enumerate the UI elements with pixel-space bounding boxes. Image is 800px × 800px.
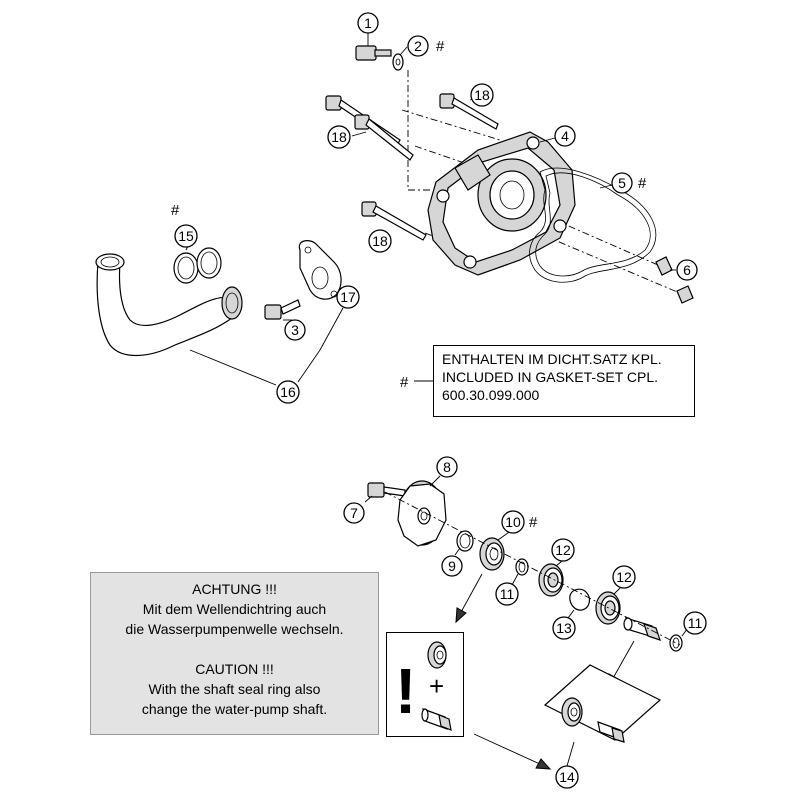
callout-13: 13 (552, 616, 576, 640)
svg-text:18: 18 (372, 233, 388, 249)
plus-icon: + (429, 671, 444, 701)
callout-10: 10 (501, 510, 525, 534)
part-washer-2 (392, 53, 404, 71)
part-water-pump-shaft (623, 617, 661, 641)
caution-box: ACHTUNG !!! Mit dem Wellendichtring auch… (90, 572, 379, 735)
part-screw-1 (355, 45, 392, 61)
part-circlip-9 (456, 530, 474, 552)
note-hash-symbol: # (400, 374, 409, 391)
callout-18-mid: 18 (327, 125, 351, 149)
svg-text:7: 7 (350, 505, 358, 521)
svg-text:1: 1 (364, 15, 372, 31)
svg-text:13: 13 (556, 620, 572, 636)
callout-16: 16 (276, 380, 300, 404)
caution-title-german: ACHTUNG !!! (192, 581, 277, 597)
callout-11-a: 11 (495, 582, 519, 606)
caution-line-english-1: With the shaft seal ring also (148, 681, 321, 697)
caution-title-english: CAUTION !!! (195, 661, 274, 677)
callout-18-low: 18 (368, 229, 392, 253)
part-screw-7 (367, 482, 406, 498)
svg-text:12: 12 (555, 542, 571, 558)
svg-text:17: 17 (340, 289, 356, 305)
exclamation-icon: ! (395, 655, 416, 727)
leader-lines-bottom (364, 475, 691, 767)
svg-text:14: 14 (559, 769, 575, 785)
part-flange-gasket-17 (298, 240, 342, 300)
svg-text:2: 2 (414, 38, 422, 54)
callout-7: 7 (343, 502, 365, 524)
svg-text:6: 6 (683, 262, 691, 278)
seal-ring-thumbnail (427, 641, 447, 669)
note-part-number: 600.30.099.000 (442, 387, 540, 403)
replacement-hint-box: ! + (386, 632, 464, 737)
gasket-set-mark-2: # (436, 38, 445, 55)
part-impeller-8 (397, 480, 447, 547)
svg-text:10: 10 (505, 514, 521, 530)
svg-text:8: 8 (443, 459, 451, 475)
svg-text:18: 18 (474, 87, 490, 103)
svg-text:16: 16 (280, 384, 296, 400)
svg-text:18: 18 (331, 129, 347, 145)
gasket-set-mark-10: # (529, 514, 538, 531)
callout-12-a: 12 (551, 538, 575, 562)
part-bearing-12-a (538, 563, 564, 597)
part-pipe-16 (95, 253, 243, 357)
replacement-hint-graphic: ! + (395, 641, 452, 731)
gasket-set-mark-15: # (171, 202, 180, 219)
callout-15: 15 (174, 224, 198, 248)
gasket-set-mark-5: # (638, 175, 647, 192)
svg-text:15: 15 (178, 228, 194, 244)
callout-3: 3 (284, 319, 306, 341)
callout-14: 14 (555, 765, 579, 789)
part-circlip-11-b (669, 634, 683, 652)
part-bolt-18-low (361, 201, 427, 241)
part-pump-cover-4 (427, 131, 576, 276)
shaft-axis-line (384, 491, 681, 646)
svg-text:9: 9 (448, 558, 456, 574)
callout-8: 8 (436, 456, 458, 478)
part-screw-3 (264, 299, 301, 320)
svg-text:12: 12 (616, 569, 632, 585)
part-circlip-11-a (515, 558, 529, 576)
shaft-thumbnail (421, 708, 452, 731)
callout-11-b: 11 (683, 611, 707, 635)
svg-text:3: 3 (291, 322, 299, 338)
callout-4: 4 (554, 125, 576, 147)
part-shaft-seal-10 (479, 537, 505, 571)
part-sleeve-6 (655, 256, 694, 304)
part-kit-14 (543, 664, 662, 743)
gasket-set-note: ENTHALTEN IM DICHT.SATZ KPL. INCLUDED IN… (433, 345, 695, 417)
part-bolt-18-mid (354, 114, 414, 161)
callout-1: 1 (357, 12, 379, 34)
svg-text:11: 11 (688, 615, 703, 631)
svg-text:4: 4 (561, 128, 569, 144)
part-circlip-13 (569, 588, 591, 611)
callout-5: 5 (611, 172, 633, 194)
callout-18-top: 18 (470, 83, 494, 107)
caution-line-english-2: change the water-pump shaft. (141, 701, 328, 717)
caution-line-german-2: die Wasserpumpenwelle wechseln. (125, 621, 344, 637)
callout-17: 17 (336, 285, 360, 309)
callout-6: 6 (676, 259, 698, 281)
part-o-ring-15 (173, 247, 222, 284)
callout-9: 9 (441, 555, 463, 577)
caution-line-german-1: Mit dem Wellendichtring auch (142, 601, 327, 617)
svg-text:11: 11 (500, 586, 515, 602)
note-line-english: INCLUDED IN GASKET-SET CPL. (442, 369, 659, 385)
svg-text:5: 5 (618, 175, 626, 191)
callout-12-b: 12 (612, 565, 636, 589)
note-line-german: ENTHALTEN IM DICHT.SATZ KPL. (442, 351, 662, 367)
part-bolt-18-top (439, 93, 499, 130)
callout-2: 2 (407, 35, 429, 57)
